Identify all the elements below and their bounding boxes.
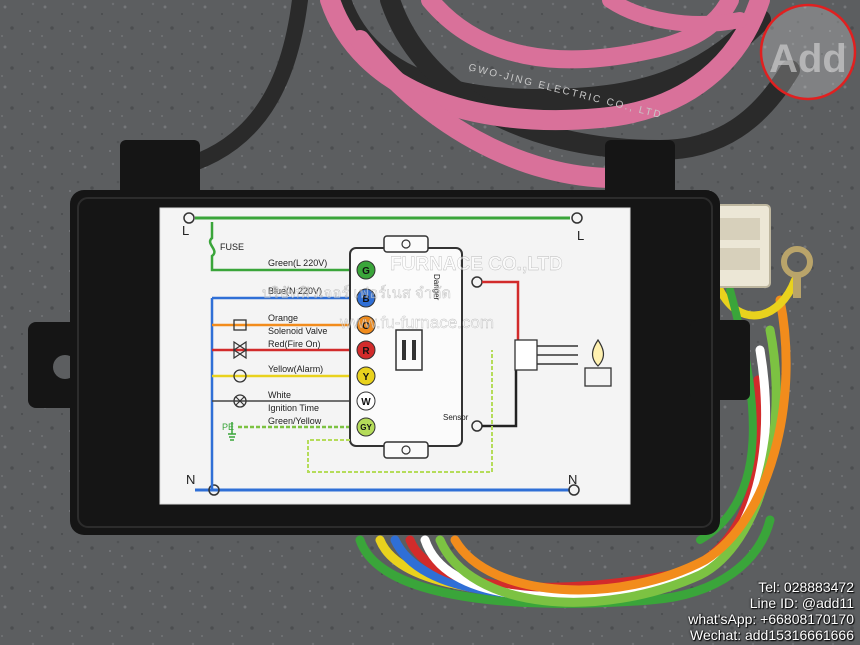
pin-g-text: G: [362, 266, 370, 277]
wiring-label: L L N N FUSE: [159, 207, 631, 505]
watermark-url: www.fu-furnace.com: [339, 313, 494, 332]
pin-g: G: [356, 260, 376, 280]
controller-module: Danger Sensor: [349, 235, 469, 459]
alarm-icon: [233, 369, 247, 383]
terminal-n-text: N: [568, 472, 577, 487]
sensor-label: Sensor: [443, 413, 469, 422]
ring-terminal: [781, 246, 813, 298]
pin-b: B: [356, 288, 376, 308]
pin-y: Y: [356, 366, 376, 386]
ground-icon: PE: [222, 422, 236, 441]
pin-r-text: R: [362, 346, 370, 357]
pin-gy: GY: [356, 417, 376, 437]
ignition-icon: [233, 394, 247, 408]
wire-label-green-yellow: Green/Yellow: [268, 416, 322, 426]
watermark-company: FURNACE CO.,LTD: [390, 254, 563, 275]
wire-label-orange: Orange: [268, 313, 298, 323]
pe-label: PE: [222, 422, 234, 432]
terminal-n-left: N: [186, 472, 220, 496]
wire-label-blue: Blue(N 220V): [268, 286, 322, 296]
contact-tel: Tel: 028883472: [758, 579, 854, 595]
logo-letters: Add: [769, 37, 847, 81]
flame-icon: [584, 338, 612, 387]
wire-bundle: [355, 276, 799, 608]
fuse-label: FUSE: [220, 242, 244, 252]
terminal-n-right: N: [568, 472, 580, 496]
pin-r: R: [356, 340, 376, 360]
pin-w: W: [356, 391, 376, 411]
wire-label-solenoid: Solenoid Valve: [268, 326, 327, 336]
probe-plug-icon: [514, 339, 578, 371]
pin-w-text: W: [361, 397, 371, 408]
contact-wechat: Wechat: add15316661666: [690, 627, 854, 643]
connector-plug: [703, 204, 771, 288]
watermark-thai: บริษัทฟิวเจอร์ เฟอร์เนส จำกัด: [262, 285, 451, 302]
pin-b-text: B: [362, 294, 369, 305]
wire-label-yellow: Yellow(Alarm): [268, 364, 323, 374]
contact-line: Line ID: @add11: [749, 595, 854, 611]
solenoid-icon: [232, 319, 248, 360]
pin-gy-text: GY: [360, 423, 372, 432]
terminal-l-text: L: [577, 228, 584, 243]
pin-y-text: Y: [363, 372, 370, 383]
terminal-l-text: L: [182, 223, 189, 238]
contact-info: Tel: 028883472 Line ID: @add11 what'sApp…: [688, 579, 854, 643]
wire-label-ignition: Ignition Time: [268, 403, 319, 413]
terminal-n-text: N: [186, 472, 195, 487]
logo-icon: Add: [759, 3, 857, 101]
wire-label-white: White: [268, 390, 291, 400]
terminal-l-right: L: [571, 212, 584, 243]
terminal-l-left: L: [182, 212, 195, 238]
wire-label-red: Red(Fire On): [268, 339, 321, 349]
danger-label: Danger: [432, 274, 441, 301]
pin-o-text: O: [362, 321, 370, 332]
wire-label-green: Green(L 220V): [268, 258, 327, 268]
contact-whatsapp: what'sApp: +66808170170: [688, 611, 854, 627]
pin-o: O: [356, 315, 376, 335]
watermark: FURNACE CO.,LTD บริษัทฟิวเจอร์ เฟอร์เนส …: [262, 254, 563, 332]
fuse-icon: [208, 222, 350, 272]
